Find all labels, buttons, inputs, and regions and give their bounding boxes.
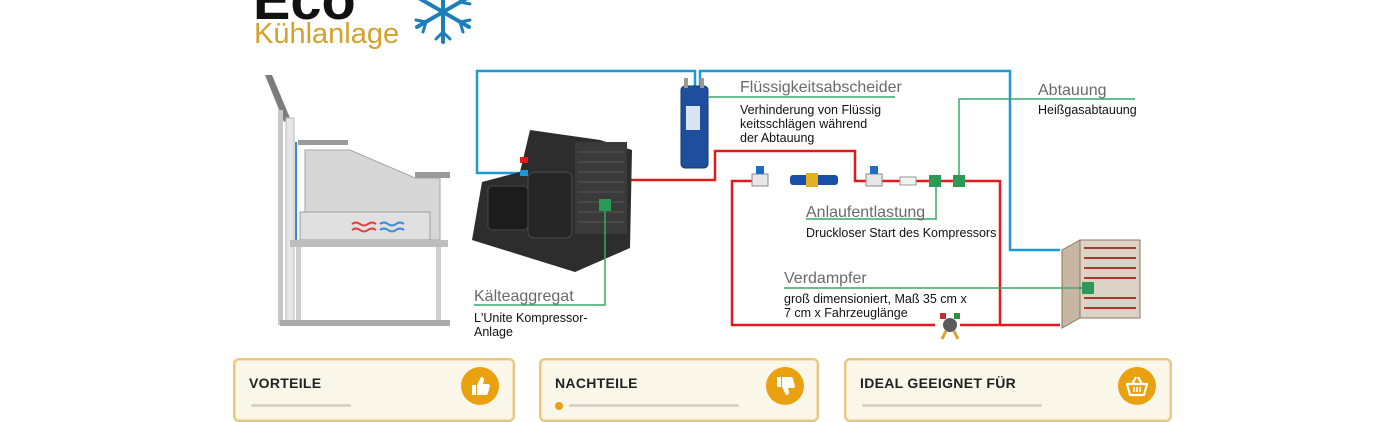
brand-title: Eco [253,0,356,28]
defrost-label-title: Abtauung [1038,82,1107,99]
refrigeration-diagram [265,0,1141,340]
card-advantages: VORTEILE [233,358,515,422]
expansion-valve-illustration [940,313,960,340]
snowflake-icon [414,0,472,44]
condensing-unit-label-title: Kälteaggregat [474,288,574,305]
evaporator-illustration [1061,239,1141,329]
brand-subtitle: Kühlanlage [254,18,400,50]
separator-label-desc: Verhinderung von Flüssig keitsschlägen w… [740,103,882,145]
compressor-illustration [472,130,632,272]
defrost-label-desc: Heißgasabtauung [1038,103,1137,117]
truck-section-illustration [265,75,450,326]
suction-line-pipe [475,69,1060,252]
card-ideal-for-line [862,404,1042,407]
label-leader-lines [474,96,1135,306]
card-disadvantages-bullet [555,402,563,410]
evaporator-label-title: Verdampfer [784,270,867,287]
card-disadvantages-line [569,404,739,407]
card-disadvantages: NACHTEILE [539,358,819,422]
card-ideal-for-title: IDEAL GEEIGNET FÜR [860,375,1017,391]
condensing-unit-label-desc: L'Unite Kompressor- Anlage [474,311,588,339]
evaporator-label-desc: groß dimensioniert, Maß 35 cm x 7 cm x F… [784,292,967,320]
valve-assembly-illustration [751,166,917,187]
basket-icon [1118,367,1156,405]
unloader-label-desc: Druckloser Start des Kompressors [806,226,997,240]
unloader-label-title: Anlaufentlastung [806,204,926,221]
thumbs-up-icon [461,367,499,405]
card-advantages-line [251,404,351,407]
card-disadvantages-title: NACHTEILE [555,375,638,391]
card-ideal-for: IDEAL GEEIGNET FÜR [844,358,1172,422]
card-advantages-title: VORTEILE [249,375,322,391]
liquid-separator-illustration [680,78,709,169]
separator-label-title: Flüssigkeitsabscheider [740,79,902,96]
label-marker-squares [599,175,1094,294]
thumbs-down-icon [766,367,804,405]
